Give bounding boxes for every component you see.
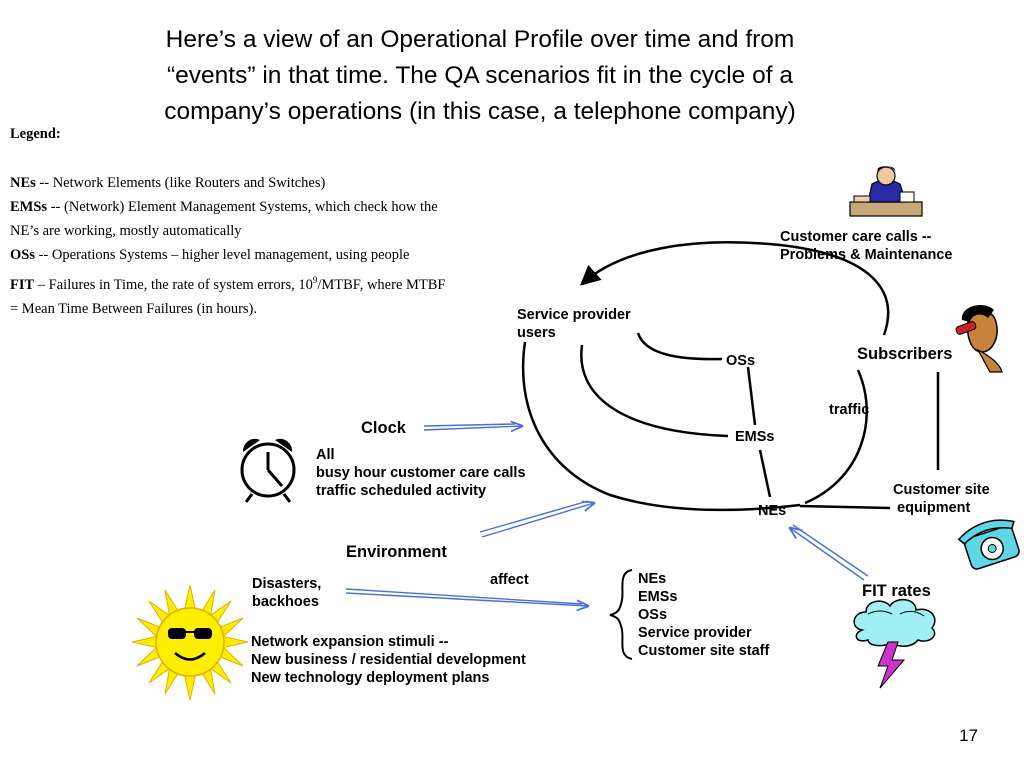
left-cycle-arc [521, 341, 801, 512]
emss-label: EMSs [735, 429, 775, 445]
inner-cycle-arc [580, 344, 729, 438]
page-number: 17 [959, 726, 978, 745]
service-provider-label: Service provider users [517, 307, 631, 341]
clock-arrow [423, 424, 522, 430]
legend-entry-fit: FIT – Failures in Time, the rate of syst… [10, 274, 446, 293]
os-arc [636, 332, 723, 361]
environment-label: Environment [346, 543, 447, 561]
legend-spacer [10, 146, 530, 170]
clock-events-label: All busy hour customer care calls traffi… [316, 447, 526, 499]
customer-site-equipment-label: Customer site equipment [893, 482, 990, 516]
title-line: Here’s a view of an Operational Profile … [165, 26, 795, 53]
oss-label: OSs [726, 353, 756, 369]
oss-emss-link [746, 366, 757, 426]
clock-label: Clock [361, 419, 406, 437]
environment-arrow [479, 500, 594, 538]
affected-list: NEs EMSs OSs Service provider Customer s… [638, 571, 770, 659]
fit-rates-label: FIT rates [862, 582, 931, 600]
subscribers-label: Subscribers [857, 345, 953, 363]
legend-entry-fit-cont: = Mean Time Between Failures (in hours). [10, 300, 257, 317]
traffic-arc [804, 369, 868, 505]
nes-site-link [799, 504, 891, 510]
network-expansion-label: Network expansion stimuli -- New busines… [251, 634, 526, 686]
legend-entry-oss: OSs -- Operations Systems – higher level… [10, 247, 410, 264]
legend-entry-nes: NEs -- Network Elements (like Routers an… [10, 174, 326, 191]
curly-brace [609, 569, 633, 660]
person-on-phone-icon [955, 305, 1003, 373]
person-at-desk-icon [849, 166, 923, 217]
fit-arrow [790, 524, 869, 581]
sun-with-sunglasses-icon [131, 584, 249, 701]
traffic-label: traffic [829, 402, 870, 418]
nes-label: NEs [758, 503, 787, 519]
legend-heading: Legend: [10, 126, 61, 142]
legend: Legend: NEs -- Network Elements (like Ro… [10, 122, 530, 321]
telephone-icon [957, 519, 1020, 570]
affect-label: affect [490, 572, 529, 588]
storm-cloud-icon [853, 598, 936, 689]
legend-entry-emss: EMSs -- (Network) Element Management Sys… [10, 198, 438, 215]
emss-nes-link [758, 449, 772, 498]
title-line: company’s operations (in this case, a te… [164, 98, 796, 125]
title-line: “events” in that time. The QA scenarios … [167, 62, 793, 89]
disasters-arrow [345, 588, 588, 606]
disasters-label: Disasters, backhoes [252, 576, 322, 610]
outer-cycle-arc [580, 241, 890, 336]
slide-title: Here’s a view of an Operational Profile … [80, 22, 880, 130]
legend-entry-emss-cont: NE’s are working, mostly automatically [10, 223, 242, 240]
customer-care-label: Customer care calls -- Problems & Mainte… [780, 229, 953, 263]
alarm-clock-icon [240, 438, 296, 503]
